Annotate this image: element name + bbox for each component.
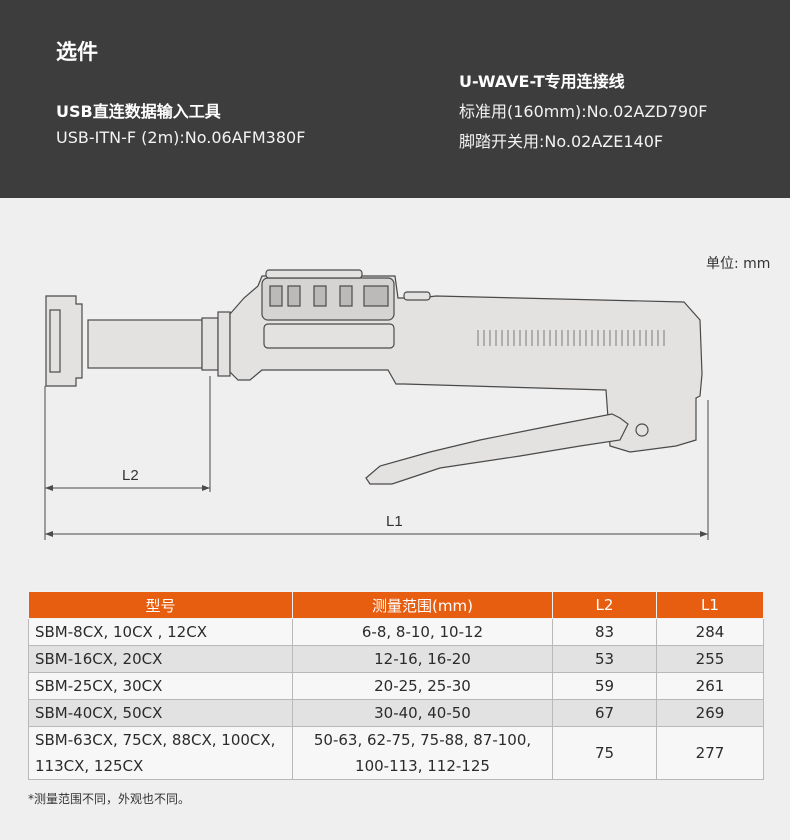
header-range: 测量范围(mm) [292,591,553,619]
table-row: SBM-8CX, 10CX , 12CX 6-8, 8-10, 10-12 83… [28,618,764,646]
uwave-cable-title: U-WAVE-T专用连接线 [459,72,625,91]
range-line: 50-63, 62-75, 75-88, 87-100, [313,731,532,749]
spec-table: 型号 测量范围(mm) L2 L1 SBM-8CX, 10CX , 12CX 6… [28,591,764,780]
range-line: 100-113, 112-125 [355,757,490,775]
table-row: SBM-25CX, 30CX 20-25, 25-30 59 261 [28,672,764,700]
range-cell: 30-40, 40-50 [292,699,553,727]
table-header-row: 型号 测量范围(mm) L2 L1 [28,591,764,619]
bore-gauge-drawing: L2 L1 [44,269,709,540]
l1-cell: 255 [656,645,764,673]
model-cell: SBM-16CX, 20CX [28,645,293,673]
l1-dimension-label: L1 [386,513,403,530]
range-cell: 20-25, 25-30 [292,672,553,700]
range-cell: 12-16, 16-20 [292,645,553,673]
usb-tool-part: USB-ITN-F (2m):No.06AFM380F [56,128,306,147]
l2-cell: 83 [552,618,657,646]
model-cell: SBM-8CX, 10CX , 12CX [28,618,293,646]
header-l2: L2 [552,591,657,619]
l1-cell: 277 [656,726,764,780]
uwave-cable-standard: 标准用(160mm):No.02AZD790F [459,102,708,121]
l2-cell: 53 [552,645,657,673]
model-line: SBM-63CX, 75CX, 88CX, 100CX, [35,731,276,749]
model-cell: SBM-63CX, 75CX, 88CX, 100CX, 113CX, 125C… [28,726,293,780]
footnote: *测量范围不同，外观也不同。 [28,792,191,806]
section-title: 选件 [56,40,98,64]
l1-cell: 261 [656,672,764,700]
l2-cell: 67 [552,699,657,727]
l2-cell: 59 [552,672,657,700]
l2-cell: 75 [552,726,657,780]
uwave-cable-footswitch: 脚踏开关用:No.02AZE140F [459,132,664,151]
l1-cell: 284 [656,618,764,646]
range-cell: 50-63, 62-75, 75-88, 87-100, 100-113, 11… [292,726,553,780]
l2-dimension-label: L2 [122,467,139,484]
header-model: 型号 [28,591,293,619]
model-line: 113CX, 125CX [35,757,144,775]
table-row: SBM-63CX, 75CX, 88CX, 100CX, 113CX, 125C… [28,726,764,780]
options-header: 选件 USB直连数据输入工具 USB-ITN-F (2m):No.06AFM38… [0,0,790,198]
usb-tool-title: USB直连数据输入工具 [56,102,221,121]
table-row: SBM-16CX, 20CX 12-16, 16-20 53 255 [28,645,764,673]
l1-cell: 269 [656,699,764,727]
model-cell: SBM-40CX, 50CX [28,699,293,727]
header-l1: L1 [656,591,764,619]
table-row: SBM-40CX, 50CX 30-40, 40-50 67 269 [28,699,764,727]
model-cell: SBM-25CX, 30CX [28,672,293,700]
range-cell: 6-8, 8-10, 10-12 [292,618,553,646]
unit-label: 单位: mm [706,256,771,272]
